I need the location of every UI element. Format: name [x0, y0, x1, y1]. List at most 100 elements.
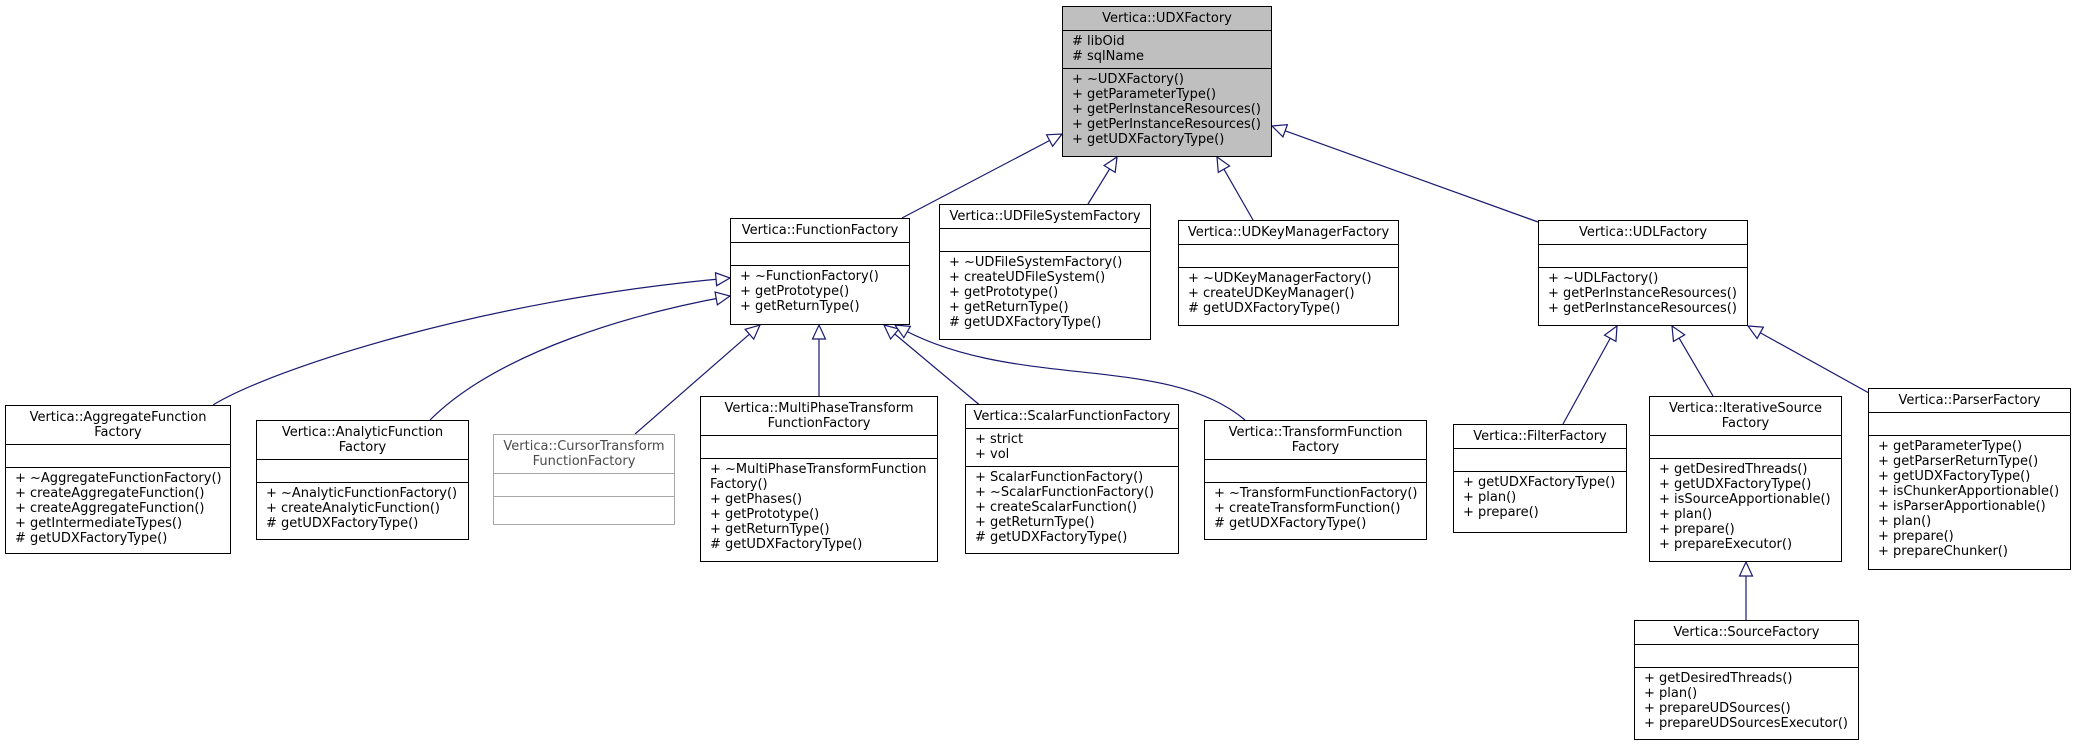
scalarfunctionfactory-ops-line: + ScalarFunctionFactory() [975, 470, 1144, 485]
udfilesystemfactory-title-line: Vertica::UDFileSystemFactory [949, 209, 1141, 224]
iterativesourcefactory-ops-line: + plan() [1659, 507, 1713, 522]
multiphasetransformfunctionfactory-ops-line: + getReturnType() [710, 522, 830, 537]
udxfactory-attrs-line: # libOid [1072, 34, 1125, 49]
class-operations: + ~FunctionFactory()+ getPrototype()+ ge… [731, 266, 909, 324]
class-box-udfilesystemfactory[interactable]: Vertica::UDFileSystemFactory+ ~UDFileSys… [939, 204, 1151, 340]
sourcefactory-ops-line: + prepareUDSourcesExecutor() [1644, 716, 1848, 731]
class-title: Vertica::FunctionFactory [731, 219, 909, 243]
class-attributes [1650, 436, 1841, 459]
scalarfunctionfactory-ops-line: + ~ScalarFunctionFactory() [975, 485, 1155, 500]
class-operations: + getDesiredThreads()+ getUDXFactoryType… [1650, 459, 1841, 561]
scalarfunctionfactory-attrs-line: + strict [975, 432, 1024, 447]
aggregatefunctionfactory-ops-line: + createAggregateFunction() [15, 486, 205, 501]
class-box-filterfactory[interactable]: Vertica::FilterFactory+ getUDXFactoryTyp… [1453, 424, 1627, 533]
edge-udkeymanagerfactory-to-udxfactory [1216, 155, 1254, 221]
edge-functionfactory-to-udxfactory [901, 133, 1064, 219]
transformfunctionfactory-ops-line: + createTransformFunction() [1214, 501, 1401, 516]
edge-scalarfunctionfactory-to-functionfactory [882, 324, 983, 408]
class-box-udkeymanagerfactory[interactable]: Vertica::UDKeyManagerFactory+ ~UDKeyMana… [1178, 220, 1399, 326]
parserfactory-ops-line: + isParserApportionable() [1878, 499, 2046, 514]
iterativesourcefactory-ops-line: + prepareExecutor() [1659, 537, 1793, 552]
class-box-parserfactory[interactable]: Vertica::ParserFactory+ getParameterType… [1868, 388, 2071, 570]
class-operations: + ~UDLFactory()+ getPerInstanceResources… [1539, 268, 1747, 325]
udkeymanagerfactory-ops-line: + createUDKeyManager() [1188, 286, 1355, 301]
class-operations: + ~TransformFunctionFactory()+ createTra… [1205, 483, 1426, 539]
class-box-scalarfunctionfactory[interactable]: Vertica::ScalarFunctionFactory+ strict+ … [965, 404, 1179, 554]
udxfactory-ops-line: + getParameterType() [1072, 87, 1217, 102]
edge-parserfactory-to-udlfactory [1746, 325, 1879, 399]
class-box-functionfactory[interactable]: Vertica::FunctionFactory+ ~FunctionFacto… [730, 218, 910, 325]
filterfactory-ops-line: + plan() [1463, 490, 1517, 505]
class-attributes [1179, 245, 1398, 268]
udkeymanagerfactory-ops-line: + ~UDKeyManagerFactory() [1188, 271, 1372, 286]
edge-aggregatefunctionfactory-to-functionfactory [212, 271, 732, 406]
class-title: Vertica::SourceFactory [1635, 621, 1858, 645]
udkeymanagerfactory-title-line: Vertica::UDKeyManagerFactory [1187, 225, 1390, 240]
transformfunctionfactory-ops-line: # getUDXFactoryType() [1214, 516, 1367, 531]
analyticfunctionfactory-ops-line: + createAnalyticFunction() [266, 501, 440, 516]
udfilesystemfactory-ops-line: + getPrototype() [949, 285, 1059, 300]
udlfactory-ops-line: + ~UDLFactory() [1548, 271, 1659, 286]
analyticfunctionfactory-title-line: Vertica::AnalyticFunction [281, 425, 444, 440]
parserfactory-ops-line: + getParserReturnType() [1878, 454, 2039, 469]
scalarfunctionfactory-ops-line: + getReturnType() [975, 515, 1095, 530]
iterativesourcefactory-ops-line: + getDesiredThreads() [1659, 462, 1808, 477]
udxfactory-ops-line: + ~UDXFactory() [1072, 72, 1184, 87]
aggregatefunctionfactory-ops-line: + ~AggregateFunctionFactory() [15, 471, 222, 486]
class-attributes [731, 243, 909, 266]
udxfactory-ops-line: + getPerInstanceResources() [1072, 117, 1261, 132]
udfilesystemfactory-ops-line: # getUDXFactoryType() [949, 315, 1102, 330]
multiphasetransformfunctionfactory-ops-line: + ~MultiPhaseTransformFunction [710, 462, 927, 477]
parserfactory-ops-line: + prepare() [1878, 529, 1954, 544]
multiphasetransformfunctionfactory-ops-line: + getPrototype() [710, 507, 820, 522]
multiphasetransformfunctionfactory-title-line: Vertica::MultiPhaseTransform [724, 401, 914, 416]
class-operations: + ~UDKeyManagerFactory()+ createUDKeyMan… [1179, 268, 1398, 325]
class-operations: + ~UDXFactory()+ getParameterType() + get… [1063, 69, 1271, 156]
filterfactory-title-line: Vertica::FilterFactory [1473, 429, 1607, 444]
class-operations [494, 497, 674, 524]
sourcefactory-ops-line: + plan() [1644, 686, 1698, 701]
filterfactory-ops-line: + prepare() [1463, 505, 1539, 520]
iterativesourcefactory-title-line: Vertica::IterativeSource [1668, 401, 1823, 416]
class-title: Vertica::UDXFactory [1063, 7, 1271, 31]
scalarfunctionfactory-ops-line: # getUDXFactoryType() [975, 530, 1128, 545]
cursortransformfunctionfactory-title-line: FunctionFactory [532, 454, 636, 469]
aggregatefunctionfactory-ops-line: # getUDXFactoryType() [15, 531, 168, 546]
iterativesourcefactory-ops-line: + getUDXFactoryType() [1659, 477, 1812, 492]
udfilesystemfactory-ops-line: + getReturnType() [949, 300, 1069, 315]
class-title: Vertica::UDLFactory [1539, 221, 1747, 245]
class-title: Vertica::ParserFactory [1869, 389, 2070, 413]
multiphasetransformfunctionfactory-ops-line: + getPhases() [710, 492, 803, 507]
functionfactory-ops-line: + getReturnType() [740, 299, 860, 314]
scalarfunctionfactory-ops-line: + createScalarFunction() [975, 500, 1138, 515]
multiphasetransformfunctionfactory-ops-line: # getUDXFactoryType() [710, 537, 863, 552]
edge-multiphasetransformfunctionfactory-to-functionfactory [811, 323, 827, 396]
edge-analyticfunctionfactory-to-functionfactory [429, 291, 732, 421]
udfilesystemfactory-ops-line: + ~UDFileSystemFactory() [949, 255, 1123, 270]
class-box-sourcefactory[interactable]: Vertica::SourceFactory+ getDesiredThread… [1634, 620, 1859, 740]
class-attributes [494, 474, 674, 497]
class-attributes [6, 445, 230, 468]
class-box-udlfactory[interactable]: Vertica::UDLFactory+ ~UDLFactory()+ getP… [1538, 220, 1748, 326]
aggregatefunctionfactory-title-line: Factory [94, 425, 142, 440]
parserfactory-ops-line: + plan() [1878, 514, 1932, 529]
class-operations: + ~AggregateFunctionFactory()+ createAgg… [6, 468, 230, 553]
class-title: Vertica::FilterFactory [1454, 425, 1626, 449]
udxfactory-ops-line: + getUDXFactoryType() [1072, 132, 1225, 147]
class-operations: + getUDXFactoryType()+ plan()+ prepare() [1454, 472, 1626, 532]
multiphasetransformfunctionfactory-ops-line: Factory() [710, 477, 768, 492]
class-box-udxfactory[interactable]: Vertica::UDXFactory# libOid# sqlName+ ~U… [1062, 6, 1272, 157]
functionfactory-ops-line: + ~FunctionFactory() [740, 269, 879, 284]
